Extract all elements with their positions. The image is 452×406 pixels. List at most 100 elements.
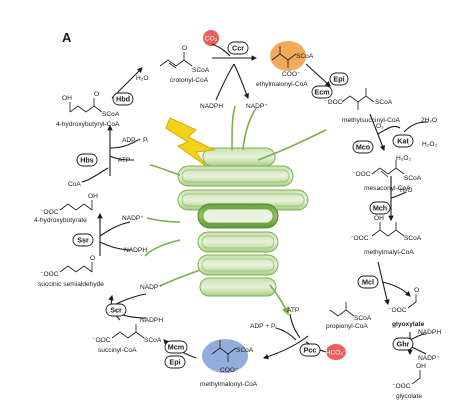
cofactor-nadph-scr: NADPH [140,317,163,324]
cofactor-coa-hbs: CoA [68,181,81,188]
cofactor-nadp-ghr: NADP⁺ [418,355,440,362]
svg-text:Epi: Epi [169,358,180,367]
structure-mesaconyl: ⁻OOC SCoA [352,160,422,182]
svg-text:Epi: Epi [333,75,344,84]
svg-text:SCoA: SCoA [102,111,120,118]
ethylmalonyl-highlight [270,41,306,71]
label-propionyl-coa: propionyl-CoA [326,323,368,330]
panel-label: A [62,30,72,45]
cofactor-adp-pcc: ADP + Pᵢ [250,323,276,330]
cofactor-h2o-mch: H₂O [400,187,412,194]
svg-text:Ssr: Ssr [77,236,89,245]
cofactor-nadph-ssr: NADPH [124,247,147,254]
hco3-circle [326,344,346,360]
svg-text:OH: OH [374,215,384,222]
enzyme-mcl: Mcl [357,275,379,289]
svg-text:SCoA: SCoA [404,175,422,182]
enzyme-kat: Kat [392,134,414,148]
svg-text:O: O [94,91,99,98]
svg-text:⁻OOC: ⁻OOC [392,383,411,390]
svg-text:O: O [414,287,419,294]
svg-text:⁻OOC: ⁻OOC [40,271,59,278]
svg-text:Hbd: Hbd [116,95,130,104]
structure-crotonyl: O SCoA [159,45,210,74]
label-succinyl-coa: succinyl-CoA [98,347,137,354]
svg-text:SCoA: SCoA [375,99,393,106]
enzyme-ecm: Ecm [311,85,333,99]
structure-hbcoa: OH O SCoA [62,91,120,118]
green-connectors [144,105,327,316]
svg-text:OH: OH [62,95,72,102]
label-glyoxylate: glyoxylate [392,321,425,328]
label-glycolate: glycolate [396,393,422,400]
svg-text:Ecm: Ecm [314,88,329,97]
thylakoid-stack-top [177,147,309,211]
svg-text:O: O [182,45,187,52]
cofactor-2h2o: 2H₂O [421,117,437,124]
cofactor-nadp-ssr: NADP⁺ [122,215,144,222]
enzyme-ghr: Ghr [392,337,414,351]
svg-text:Mch: Mch [373,204,387,213]
structure-methylmalonyl: SCoA COO⁻ [211,340,254,374]
svg-text:Mco: Mco [356,143,371,152]
lightning-icon [165,117,216,167]
structure-hb: ⁻OOC OH [40,193,98,216]
svg-text:Scr: Scr [110,306,122,315]
svg-text:⁻OOC: ⁻OOC [350,235,369,242]
enzyme-mco: Mco [352,140,374,154]
label-succinic-semialdehyde: succinic semialdehyde [38,281,104,288]
svg-text:⁻OOC: ⁻OOC [388,307,407,314]
svg-text:⁻OOC: ⁻OOC [352,171,371,178]
enzyme-mcm: Mcm [164,340,188,354]
svg-text:SCoA: SCoA [296,53,314,60]
structure-methylsuccinyl: ⁻OOC SCoA [324,88,393,110]
structure-propionyl: SCoA [329,302,372,322]
label-methylsuccinyl-coa: methylsuccinyl-CoA [342,117,400,124]
cofactor-h2o2-mco: H₂O₂ [396,155,411,162]
enzyme-hbd: Hbd [112,92,134,106]
label-ethylmalonyl-coa: ethylmalonyl-CoA [256,81,308,88]
svg-text:Mcm: Mcm [168,343,184,352]
label-methylmalonyl-coa: methylmalonyl-CoA [200,381,258,388]
svg-text:COO⁻: COO⁻ [220,367,239,374]
structure-ssa: ⁻OOC O [40,255,95,278]
methylmalonyl-highlight [202,339,248,373]
svg-text:⁻OOC: ⁻OOC [40,209,59,216]
cofactor-nadph-ghr: NADPH [418,329,441,336]
cofactor-o2: O₂ [376,123,384,130]
svg-text:SCoA: SCoA [354,315,372,322]
svg-text:OH: OH [88,193,98,200]
structure-glycolate: OH ⁻OOC [392,363,426,390]
enzyme-scr: Scr [105,303,127,317]
enzyme-epi-2: Epi [164,355,186,369]
cofactor-h2o-hbd: H₂O [136,75,148,82]
svg-text:Kat: Kat [397,137,409,146]
svg-text:⁻OOC: ⁻OOC [324,99,343,106]
label-mesaconyl-coa: mesaconyl-CoA [364,185,411,192]
cofactor-adp-hbs: ADP + Pᵢ [122,137,148,144]
enzyme-pcc: Pcc [299,343,321,357]
svg-text:OH: OH [416,363,426,370]
structure-glyoxylate: ⁻OOC O [388,287,419,314]
cofactor-atp-pcc: ATP [287,307,300,314]
label-4-hydroxybutyrate: 4-hydroxybutyrate [34,217,87,224]
cofactor-nadph-ccr: NADPH [200,103,223,110]
enzyme-ccr: Ccr [227,41,249,55]
svg-text:SCoA: SCoA [404,235,422,242]
svg-text:COO⁻: COO⁻ [282,71,301,78]
label-4-hydroxybutyryl-coa: 4-hydroxybutyryl-CoA [56,121,120,128]
label-crotonyl-coa: crotonyl-CoA [170,77,209,84]
svg-text:O: O [90,255,95,262]
label-methylmalyl-coa: methylmalyl-CoA [364,249,414,256]
svg-text:Ccr: Ccr [232,44,244,53]
svg-text:SCoA: SCoA [144,337,162,344]
enzyme-epi-1: Epi [329,72,349,86]
svg-text:Mcl: Mcl [362,278,374,287]
svg-text:Pcc: Pcc [304,346,317,355]
cofactor-nadp-ccr: NADP⁺ [246,103,268,110]
svg-text:SCoA: SCoA [192,67,210,74]
cofactor-h2o2-kat: H₂O₂ [422,141,437,148]
svg-text:⁻OOC: ⁻OOC [92,337,111,344]
